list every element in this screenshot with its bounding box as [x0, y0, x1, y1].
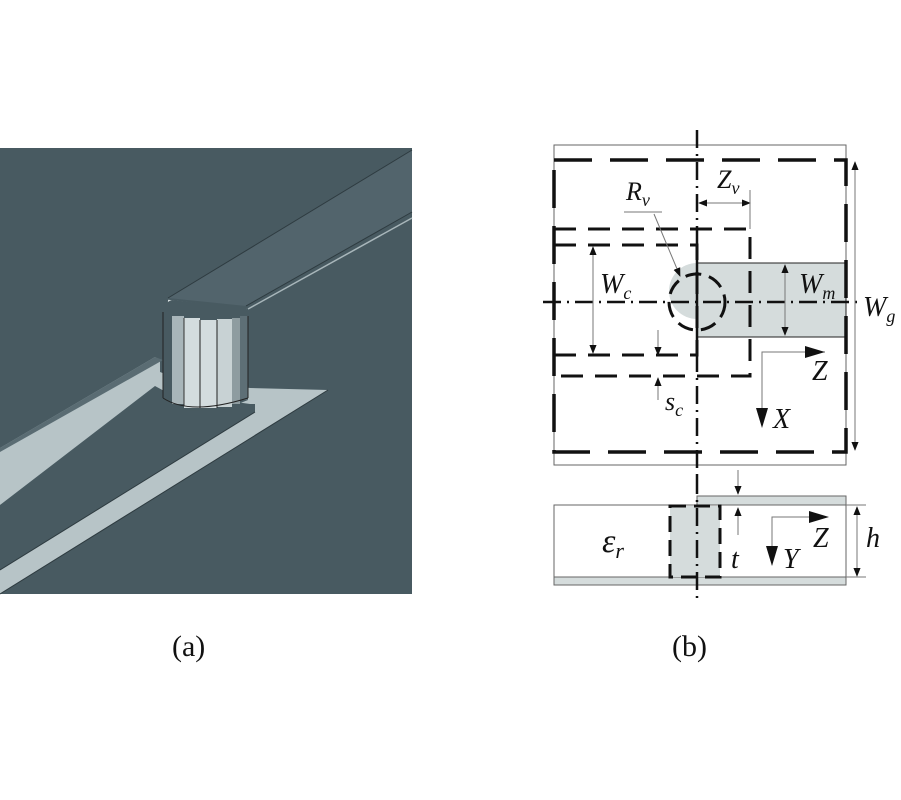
- via-circle: [669, 263, 697, 319]
- ground-slot: [0, 357, 328, 594]
- axis-y-arrowhead: [766, 546, 778, 566]
- inner-slot-outline: [554, 243, 699, 357]
- label-axis-y: Y: [783, 544, 802, 575]
- ground-outline: [552, 158, 848, 454]
- label-sc: sc: [665, 387, 683, 420]
- axis-z-arrowhead: [805, 346, 825, 358]
- label-axis-x: X: [772, 404, 791, 435]
- label-t: t: [731, 544, 740, 575]
- via-cylinder: [162, 300, 249, 411]
- label-wc: Wc: [600, 269, 631, 303]
- microstrip-line: [168, 150, 412, 306]
- slot-edge-line: [0, 411, 256, 571]
- label-h: h: [866, 523, 880, 554]
- microstrip-region: [696, 262, 847, 338]
- panel-b-top-view: [543, 130, 860, 480]
- label-zv: Zv: [717, 165, 739, 198]
- axis-x-arrowhead: [756, 408, 768, 428]
- inner-ground-strip: [0, 386, 255, 570]
- label-epsilon-r: εr: [602, 523, 624, 563]
- caption-a: (a): [172, 630, 205, 663]
- axis-xz: [761, 351, 825, 425]
- via-side-outline: [668, 504, 722, 579]
- label-wg: Wg: [863, 292, 895, 326]
- axis-z-arrowhead-side: [809, 511, 829, 523]
- panel-a-3d-model: [0, 148, 413, 595]
- strip-edge: [167, 149, 413, 299]
- panel-b-side-view: [553, 470, 866, 598]
- top-metal: [696, 495, 847, 506]
- bottom-ground: [553, 576, 847, 586]
- strip-edge: [245, 211, 413, 307]
- label-wm: Wm: [799, 269, 835, 303]
- label-axis-z-side: Z: [813, 523, 829, 554]
- label-axis-z-top: Z: [812, 356, 828, 387]
- label-rv: Rv: [625, 177, 650, 210]
- strip-edge-highlight: [247, 217, 413, 310]
- slot-edge-line: [0, 389, 329, 595]
- slot-edge-outer: [0, 357, 163, 452]
- via-side: [670, 506, 720, 577]
- rv-arrow: [653, 213, 681, 277]
- caption-b: (b): [672, 630, 707, 663]
